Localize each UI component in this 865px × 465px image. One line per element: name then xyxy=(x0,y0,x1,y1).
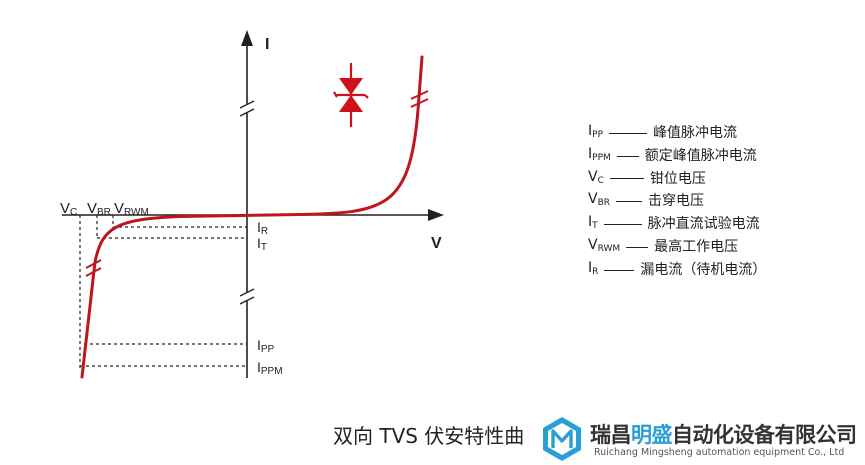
label-ippm: IPPM xyxy=(257,359,283,377)
label-ir: IR xyxy=(257,219,268,237)
brand-watermark: 瑞昌明盛自动化设备有限公司 Ruichang Mingsheng automat… xyxy=(540,413,865,465)
legend-dash xyxy=(616,155,639,157)
dashed-guides xyxy=(79,215,247,368)
curve-break-marks xyxy=(85,90,429,277)
legend-dash xyxy=(603,224,642,226)
legend-symbol: IR xyxy=(588,259,599,277)
legend-symbol: IPP xyxy=(588,123,603,140)
legend-text: 漏电流（待机电流） xyxy=(640,261,767,278)
legend: IPP 峰值脉冲电流 IPPM 额定峰值脉冲电流 VC 钳位电压 VBR 击穿电… xyxy=(588,122,766,282)
legend-text: 脉冲直流试验电流 xyxy=(647,216,760,233)
legend-dash xyxy=(609,132,647,134)
legend-text: 峰值脉冲电流 xyxy=(653,125,737,141)
brand-subtitle: Ruichang Mingsheng automation equipment … xyxy=(594,447,845,458)
legend-dash xyxy=(604,269,635,271)
diagram-caption: 双向 TVS 伏安特性曲 xyxy=(333,424,525,448)
i-axis-arrowhead xyxy=(241,30,253,46)
i-axis-label: I xyxy=(265,36,269,53)
label-vbr: VBR xyxy=(87,200,111,218)
brand-name: 瑞昌明盛自动化设备有限公司 xyxy=(590,423,857,447)
tvs-diode-icon xyxy=(333,63,369,127)
label-ipp: IPP xyxy=(257,337,275,355)
legend-row-ir: IR 漏电流（待机电流） xyxy=(588,259,766,282)
label-vrwm: VRWM xyxy=(114,200,149,218)
label-vc: VC xyxy=(60,200,77,218)
legend-row-ippm: IPPM 额定峰值脉冲电流 xyxy=(588,145,766,168)
label-it: IT xyxy=(257,235,267,253)
legend-symbol: VBR xyxy=(588,191,611,209)
legend-text: 击穿电压 xyxy=(648,193,705,210)
legend-text: 额定峰值脉冲电流 xyxy=(644,147,757,164)
legend-text: 最高工作电压 xyxy=(654,238,739,255)
legend-dash xyxy=(626,246,649,248)
v-axis-arrowhead xyxy=(428,209,444,221)
axis-break-marks xyxy=(239,100,255,305)
v-axis-label: V xyxy=(431,235,442,252)
legend-text: 钳位电压 xyxy=(649,170,706,187)
legend-row-it: IT 脉冲直流试验电流 xyxy=(588,213,766,236)
legend-dash xyxy=(609,178,644,180)
legend-row-vrwm: VRWM 最高工作电压 xyxy=(588,236,766,259)
brand-logo-icon xyxy=(543,417,581,461)
legend-row-ipp: IPP 峰值脉冲电流 xyxy=(588,122,766,145)
legend-symbol: IT xyxy=(588,214,598,232)
legend-row-vbr: VBR 击穿电压 xyxy=(588,190,766,213)
legend-symbol: VC xyxy=(588,168,604,186)
legend-dash xyxy=(616,201,643,203)
legend-row-vc: VC 钳位电压 xyxy=(588,168,766,191)
legend-symbol: VRWM xyxy=(588,236,621,254)
iv-curve xyxy=(80,55,424,379)
legend-symbol: IPPM xyxy=(588,145,611,163)
